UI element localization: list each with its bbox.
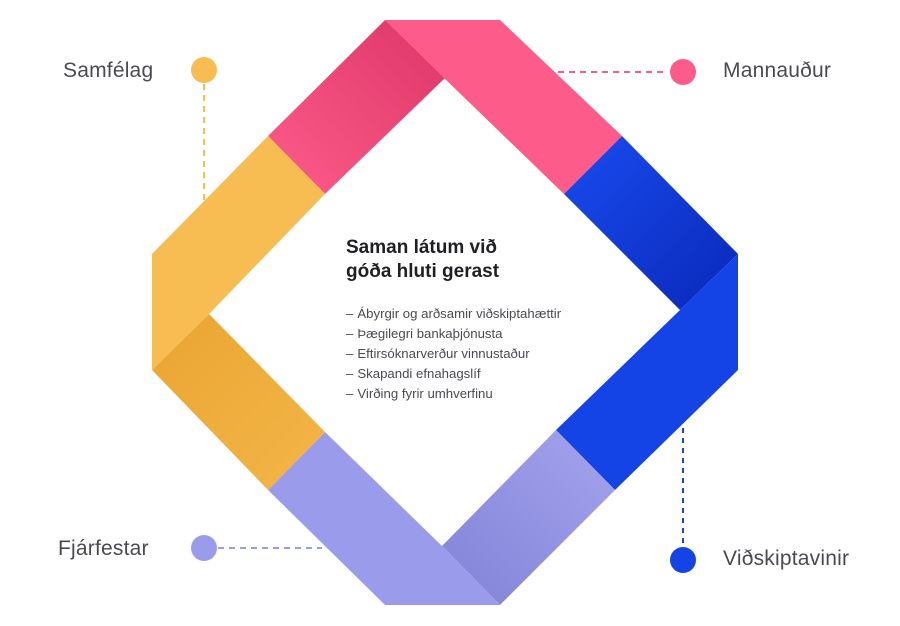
list-item: –Eftirsóknarverður vinnustaður xyxy=(346,344,646,364)
label-fjarfestar: Fjárfestar xyxy=(58,537,149,560)
yellow-ribbon-left-lower xyxy=(152,314,325,490)
pink-ribbon-top-right xyxy=(385,20,622,194)
list-item-text: Ábyrgir og arðsamir viðskiptahættir xyxy=(357,306,562,321)
yellow-ribbon-left-upper xyxy=(152,136,325,370)
list-item-text: Þægilegri bankaþjónusta xyxy=(357,326,503,341)
list-bullet: – xyxy=(346,366,354,381)
blue-ribbon-top-right xyxy=(564,136,738,310)
blue-ribbon-right xyxy=(556,254,738,490)
pink-ribbon-top-left xyxy=(268,20,445,194)
list-bullet: – xyxy=(346,386,354,401)
list-item: –Ábyrgir og arðsamir viðskiptahættir xyxy=(346,304,646,324)
center-title-line-1: Saman látum við xyxy=(346,237,497,258)
list-bullet: – xyxy=(346,346,354,361)
list-item-text: Virðing fyrir umhverfinu xyxy=(357,386,493,401)
label-vidskiptavinir: Viðskiptavinir xyxy=(723,547,850,570)
center-title-line-2: góða hluti gerast xyxy=(346,261,500,282)
center-title: Saman látum við góða hluti gerast xyxy=(346,236,646,284)
lavender-ribbon-bottom-left xyxy=(268,432,500,605)
list-item: –Virðing fyrir umhverfinu xyxy=(346,384,646,404)
label-samfelag: Samfélag xyxy=(63,59,154,82)
center-text-block: Saman látum við góða hluti gerast –Ábyrg… xyxy=(346,236,646,404)
lavender-ribbon-bottom-right xyxy=(442,430,615,605)
fjarfestar-dot xyxy=(191,535,217,561)
mannaudur-dot xyxy=(670,59,696,85)
list-item-text: Skapandi efnahagslíf xyxy=(357,366,481,381)
list-bullet: – xyxy=(346,326,354,341)
values-list: –Ábyrgir og arðsamir viðskiptahættir –Þæ… xyxy=(346,304,646,404)
list-bullet: – xyxy=(346,306,354,321)
vidskiptavinir-dot xyxy=(670,547,696,573)
samfelag-dot xyxy=(191,57,217,83)
list-item-text: Eftirsóknarverður vinnustaður xyxy=(357,346,530,361)
list-item: –Skapandi efnahagslíf xyxy=(346,364,646,384)
list-item: –Þægilegri bankaþjónusta xyxy=(346,324,646,344)
label-mannaudur: Mannauður xyxy=(723,59,832,82)
